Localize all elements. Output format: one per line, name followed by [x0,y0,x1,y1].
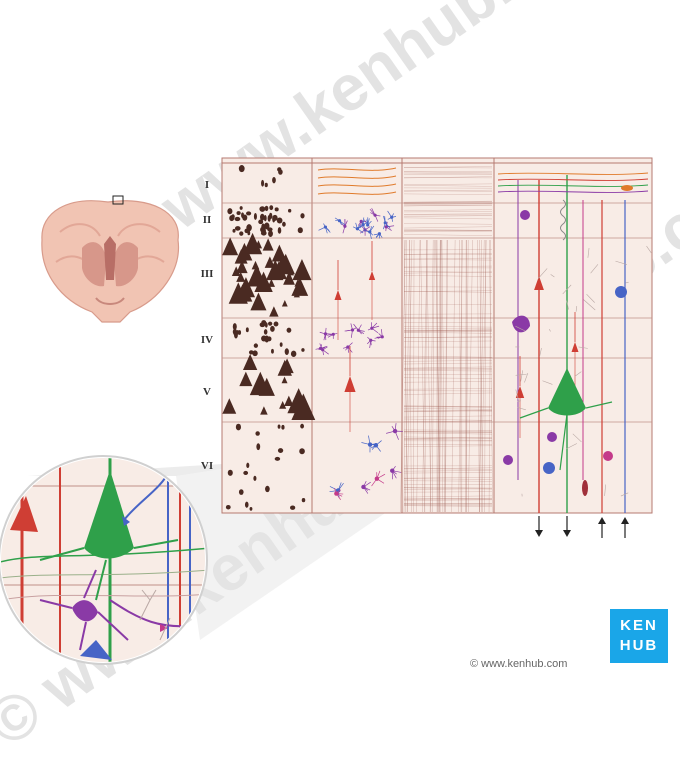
coronal-brain-section-icon [42,196,179,322]
soma [260,214,265,221]
soma [272,177,276,183]
soma [288,209,291,213]
soma [268,215,271,222]
neuron [547,432,557,442]
fiber-arrows [535,516,629,538]
soma [264,329,268,334]
soma [246,211,251,215]
soma [280,342,283,346]
magnifier-circle-icon [0,456,210,666]
soma [235,226,241,231]
soma [269,205,273,210]
soma [268,230,273,237]
layer-label-III: III [192,268,222,280]
soma [234,217,240,221]
soma [246,327,249,332]
kenhub-logo: KEN HUB [610,609,668,663]
soma [281,425,284,430]
neuron [503,455,513,465]
soma [301,348,304,352]
soma [275,207,279,211]
soma [243,471,248,475]
dendrite [336,494,343,495]
arrow-down-icon [535,516,543,537]
chandelier-cell [603,451,613,461]
soma [278,227,282,234]
soma [226,505,231,509]
soma [239,231,243,235]
soma [253,476,256,481]
soma [256,443,260,450]
soma [241,212,244,218]
soma [259,206,265,212]
soma [285,348,289,355]
soma [231,214,235,219]
soma [282,222,286,227]
soma [264,223,269,230]
soma [278,448,283,453]
soma [300,213,304,218]
soma [275,457,280,461]
neuron [520,210,530,220]
soma [265,486,270,492]
layer-label-IV: IV [192,334,222,346]
soma [236,211,240,215]
soma [239,165,245,172]
soma [287,328,292,333]
figure-svg [0,0,680,680]
layer-label-V: V [192,386,222,398]
soma [271,349,274,354]
horizontal-cell [621,185,633,191]
soma [246,463,249,468]
soma [298,227,303,233]
soma [272,215,275,222]
soma [246,224,252,231]
soma [255,431,259,435]
soma [274,322,279,327]
soma [277,217,283,223]
soma [240,206,243,210]
soma [300,424,304,429]
soma [299,448,305,454]
soma [261,180,264,187]
soma [261,320,266,324]
soma [245,502,249,508]
layer-label-VI: VI [192,460,222,472]
soma [249,350,254,354]
soma [265,183,268,187]
soma [270,326,275,332]
fusiform-cell [582,480,588,496]
soma [278,169,283,174]
soma [228,470,233,476]
cortex-layers-figure: © www.kenhub.com © www.kenhub.com © www.… [0,0,680,680]
soma [290,506,295,510]
soma [247,230,250,235]
layer-label-II: II [192,214,222,226]
site-url: © www.kenhub.com [470,658,567,670]
stellate-cell [615,286,627,298]
soma [227,208,232,214]
soma [291,351,297,357]
soma [261,231,267,236]
soma [250,507,253,511]
arrow-down-icon [563,516,571,537]
soma [254,343,258,348]
soma [234,332,238,339]
soma [261,336,267,342]
soma [268,322,272,326]
soma [302,498,306,502]
soma [238,330,241,335]
basket-cell [543,462,555,474]
arrow-up-icon [598,517,606,538]
soma [236,424,241,431]
soma [278,425,281,429]
soma [232,229,235,233]
logo-line-1: KEN [610,616,668,636]
soma [254,213,257,220]
soma [265,206,269,211]
soma [239,489,244,495]
arrow-up-icon [621,517,629,538]
logo-line-2: HUB [610,636,668,656]
layer-label-I: I [192,179,222,191]
